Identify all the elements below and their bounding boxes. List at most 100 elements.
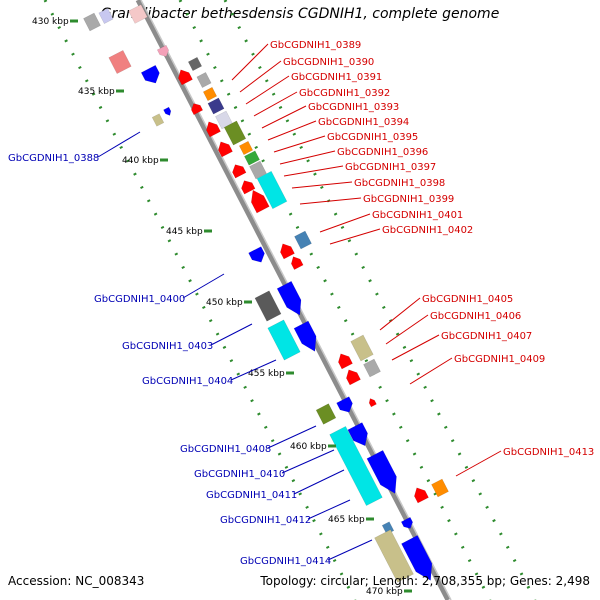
gene-arrow-0389 xyxy=(178,69,193,86)
gene-box-0414 xyxy=(374,529,414,583)
gene-label-gbcgdnih1_0394: GbCGDNIH1_0394 xyxy=(318,117,409,128)
gene-label-gbcgdnih1_0413: GbCGDNIH1_0413 xyxy=(503,447,594,458)
gene-arrow-0388-small xyxy=(163,106,172,116)
leader-line xyxy=(391,334,440,361)
leader-line xyxy=(97,131,141,158)
gene-box-0397 xyxy=(249,160,267,180)
gene-label-gbcgdnih1_0393: GbCGDNIH1_0393 xyxy=(308,102,399,113)
leader-line xyxy=(379,297,421,331)
gene-label-gbcgdnih1_0403: GbCGDNIH1_0403 xyxy=(122,341,213,352)
gene-label-gbcgdnih1_0414: GbCGDNIH1_0414 xyxy=(240,556,331,567)
gene-box-pink xyxy=(128,4,148,24)
leader-line xyxy=(409,357,453,385)
gene-box-0390 xyxy=(187,56,203,72)
gene-box-0396 xyxy=(244,150,260,166)
leader-line xyxy=(239,60,282,93)
leader-line xyxy=(210,323,253,346)
gene-arrow-0402b xyxy=(291,256,304,270)
gene-box-0407 xyxy=(363,358,381,378)
gene-box-0395 xyxy=(238,140,254,156)
tick-label: 460 kbp xyxy=(290,442,327,452)
gene-label-gbcgdnih1_0388: GbCGDNIH1_0388 xyxy=(8,153,99,164)
gene-box-0388 xyxy=(151,113,165,127)
gene-box-0394 xyxy=(223,120,247,146)
leader-line xyxy=(455,450,502,477)
gene-box-0398 xyxy=(256,170,288,210)
gene-arrow-0392 xyxy=(191,103,204,116)
leader-line xyxy=(319,213,371,233)
tick-label: 435 kbp xyxy=(78,87,115,97)
gene-label-gbcgdnih1_0412: GbCGDNIH1_0412 xyxy=(220,515,311,526)
leader-line xyxy=(267,425,317,449)
gene-box-0405 xyxy=(350,334,374,362)
gene-arrow-0410 xyxy=(347,422,368,447)
gene-label-gbcgdnih1_0402: GbCGDNIH1_0402 xyxy=(382,225,473,236)
gene-box-0392 xyxy=(202,86,218,102)
leader-line xyxy=(281,449,335,474)
gene-arrow-0407 xyxy=(346,369,361,386)
leader-line xyxy=(231,43,269,81)
gene-label-gbcgdnih1_0396: GbCGDNIH1_0396 xyxy=(337,147,428,158)
gene-box-0408 xyxy=(315,403,337,425)
map-title: Granulibacter bethesdensis CGDNIH1, comp… xyxy=(100,6,500,22)
gene-label-gbcgdnih1_0405: GbCGDNIH1_0405 xyxy=(422,294,513,305)
leader-line xyxy=(283,165,344,177)
gene-label-gbcgdnih1_0407: GbCGDNIH1_0407 xyxy=(441,331,532,342)
gene-arrow-0409 xyxy=(368,398,377,408)
leader-line xyxy=(293,469,345,495)
gene-arrow-0414 xyxy=(401,535,433,581)
gene-arrow-0398 xyxy=(241,180,256,195)
gene-arrow-0406 xyxy=(338,353,353,370)
leader-line xyxy=(299,197,362,205)
leader-line xyxy=(291,181,353,189)
leader-line xyxy=(385,314,429,345)
gene-label-gbcgdnih1_0406: GbCGDNIH1_0406 xyxy=(430,311,521,322)
gene-arrow-0401 xyxy=(280,243,295,260)
gene-label-gbcgdnih1_0391: GbCGDNIH1_0391 xyxy=(291,72,382,83)
leader-line xyxy=(230,359,277,381)
gene-arrow-0408 xyxy=(336,396,353,413)
gene-label-gbcgdnih1_0398: GbCGDNIH1_0398 xyxy=(354,178,445,189)
leader-line xyxy=(261,105,307,129)
leader-line xyxy=(329,228,381,245)
tick-label: 470 kbp xyxy=(366,587,403,597)
gene-box-gray xyxy=(83,12,101,32)
gene-label-gbcgdnih1_0400: GbCGDNIH1_0400 xyxy=(94,294,185,305)
gene-arrow-0413 xyxy=(414,487,429,504)
gene-arrow-0414-small xyxy=(400,516,413,529)
gene-label-gbcgdnih1_0397: GbCGDNIH1_0397 xyxy=(345,162,436,173)
tick-label: 440 kbp xyxy=(122,156,159,166)
gene-arrow-0394 xyxy=(206,121,221,138)
gene-label-gbcgdnih1_0399: GbCGDNIH1_0399 xyxy=(363,194,454,205)
gene-label-gbcgdnih1_0404: GbCGDNIH1_0404 xyxy=(142,376,233,387)
gene-arrow-0404 xyxy=(293,320,317,352)
leader-line xyxy=(182,273,225,299)
gene-box-0404 xyxy=(267,319,301,361)
tick-label: 430 kbp xyxy=(32,17,69,27)
gene-arrow-0400 xyxy=(248,246,265,263)
gene-arrow-0399 xyxy=(251,189,270,214)
gene-arrow-pink xyxy=(156,44,169,57)
tick-label: 455 kbp xyxy=(248,369,285,379)
gene-arrow-0397 xyxy=(232,164,247,179)
accession-text: Accession: NC_008343 xyxy=(8,574,145,588)
gene-box-0413 xyxy=(431,478,449,498)
gene-box-0391 xyxy=(196,72,212,88)
gene-arrow-0395 xyxy=(218,141,233,158)
leader-line xyxy=(279,150,336,165)
tick-label: 445 kbp xyxy=(166,227,203,237)
gene-label-gbcgdnih1_0395: GbCGDNIH1_0395 xyxy=(327,132,418,143)
gene-label-gbcgdnih1_0390: GbCGDNIH1_0390 xyxy=(283,57,374,68)
gene-box-0402 xyxy=(294,230,312,250)
leader-line xyxy=(267,120,317,141)
leader-line xyxy=(245,75,290,105)
gene-arrow-0411 xyxy=(366,449,397,494)
leader-line xyxy=(273,135,326,153)
gene-arrow-0403 xyxy=(276,280,302,316)
gene-label-gbcgdnih1_0408: GbCGDNIH1_0408 xyxy=(180,444,271,455)
gene-label-gbcgdnih1_0409: GbCGDNIH1_0409 xyxy=(454,354,545,365)
gene-arrow-blue xyxy=(140,64,160,84)
tick-label: 465 kbp xyxy=(328,515,365,525)
tick-label: 450 kbp xyxy=(206,298,243,308)
